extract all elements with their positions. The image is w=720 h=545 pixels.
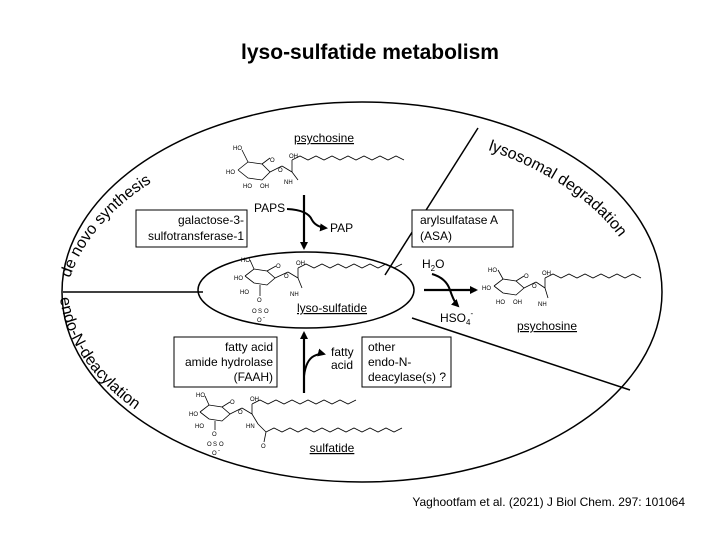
atom-label: HO [233,146,242,152]
divider-lower-right [411,317,631,391]
atom-label: HO [226,170,235,176]
atom-label: O [261,444,266,450]
atom-label: O [257,318,262,324]
atom-label: HO [189,412,198,418]
atom-label: O [238,410,243,416]
atom-label: S [213,442,217,448]
psychosine-top-label: psychosine [294,131,354,145]
atom-label: O [524,274,529,280]
atom-label: - [263,315,265,321]
atom-label: HO [241,258,250,264]
atom-label: O [264,309,269,315]
enzyme-box-faah [173,336,278,388]
enzyme-faah-line1: fatty acid [225,340,273,354]
atom-label: NH [290,292,299,298]
atom-label: OH [542,271,551,277]
atom-label: HO [243,184,252,190]
psychosine-right-label: psychosine [517,319,577,333]
atom-label: HO [196,393,205,399]
enzyme-other-line3: deacylase(s) ? [368,370,446,384]
cofactor-pap: PAP [330,221,353,235]
atom-label: O [230,400,235,406]
atom-label: O [270,158,275,164]
enzyme-faah-line3: (FAAH) [234,370,273,384]
enzyme-asa-line1: arylsulfatase A [420,213,498,227]
atom-label: O [219,442,224,448]
atom-label: O [532,284,537,290]
atom-label: O [278,168,283,174]
atom-label: S [258,309,262,315]
psychosine-right-structure [493,269,642,299]
section-label-deacylation: endo-N-deacylation [56,296,143,413]
atom-label: HN [246,424,255,430]
divider-upper-right [384,127,479,276]
enzyme-other-line2: endo-N- [368,355,411,369]
page-title: lyso-sulfatide metabolism [241,41,499,64]
arrow-h2o-hso4 [431,273,460,308]
atom-label: OH [296,261,305,267]
enzyme-other-line1: other [368,340,395,354]
atom-label: HO [240,290,249,296]
enzyme-faah-line2: amide hydrolase [185,355,273,369]
enzyme-box-asa [411,209,514,248]
lyso-sulfatide-label: lyso-sulfatide [297,301,367,315]
sulfatide-structure [199,395,403,443]
atom-label: O [212,432,217,438]
atom-label: OH [513,300,522,306]
cofactor-fatty-acid-line2: acid [331,358,353,372]
sulfatide-label: sulfatide [310,441,355,455]
cofactor-paps: PAPS [254,201,285,215]
enzyme-gst-line2: sulfotransferase-1 [148,229,244,243]
enzyme-box-other [361,336,452,388]
atom-label: OH [260,184,269,190]
atom-label: NH [284,180,293,186]
atom-label: HO [195,424,204,430]
atom-label: OH [289,154,298,160]
atom-label: O [207,442,212,448]
atom-label: O [257,298,262,304]
cofactor-h2o: H2O [422,257,444,273]
atom-label: OH [250,397,259,403]
atom-label: O [212,451,217,457]
cofactor-hso4: HSO4- [440,309,473,327]
citation: Yaghootfam et al. (2021) J Biol Chem. 29… [412,495,685,509]
atom-label: O [284,274,289,280]
lyso-sulfatide-structure [244,259,403,296]
enzyme-box-gst [135,209,248,248]
atom-label: O [276,264,281,270]
atom-label: O [252,309,257,315]
atom-label: HO [234,276,243,282]
cofactor-fatty-acid-line1: fatty [331,345,354,359]
arrow-fatty-acid [303,348,326,377]
arrow-paps-pap [286,208,328,232]
enzyme-asa-line2: (ASA) [420,229,452,243]
center-ellipse [197,251,415,329]
atom-label: - [218,448,220,454]
psychosine-top-structure [237,149,405,181]
atom-label: HO [488,268,497,274]
enzyme-gst-line1: galactose-3- [178,213,244,227]
atom-label: HO [482,286,491,292]
atom-label: NH [538,302,547,308]
outer-ellipse [61,101,663,483]
atom-label: HO [496,300,505,306]
